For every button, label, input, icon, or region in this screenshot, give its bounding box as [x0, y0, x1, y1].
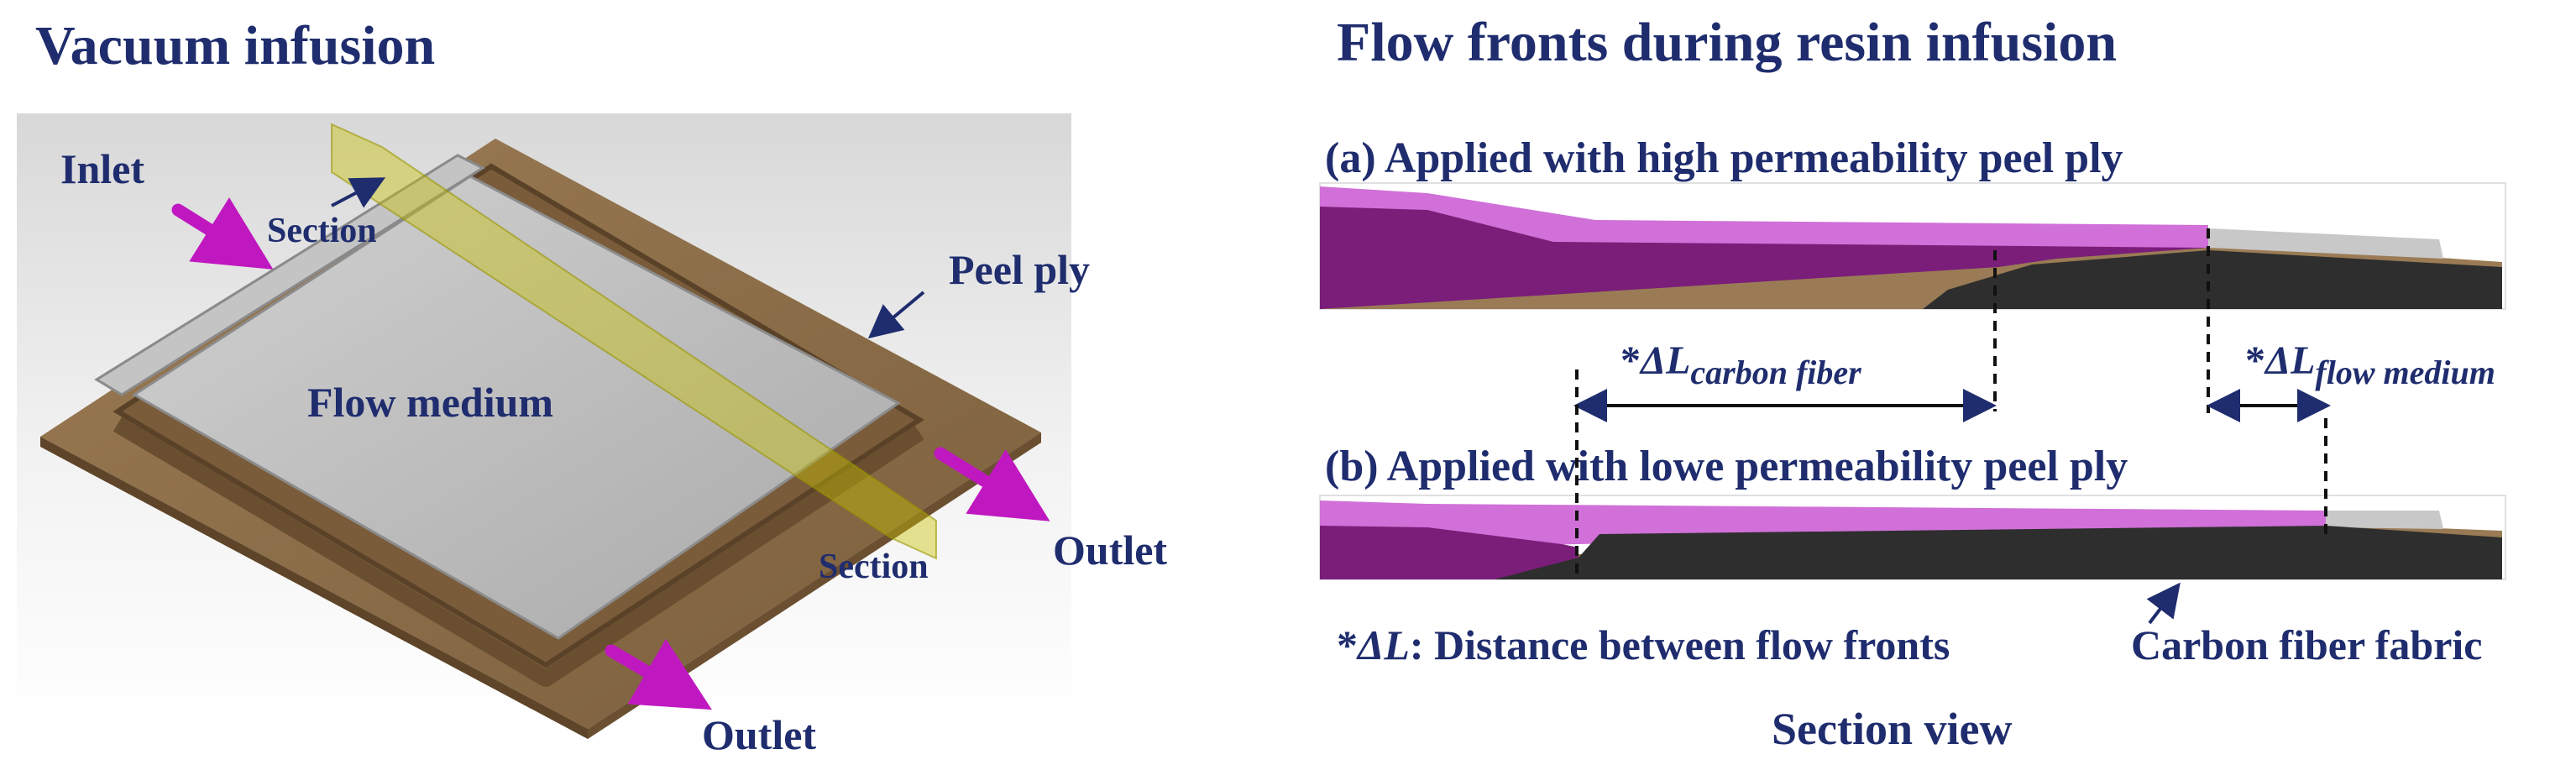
- section-top-label: Section: [267, 212, 377, 250]
- vacuum-infusion-3d-illustration: [17, 113, 1071, 739]
- dl-flow-label: *ΔLflow medium: [2245, 338, 2495, 391]
- flow-medium-label: Flow medium: [307, 379, 553, 426]
- section-b-profile: [1319, 369, 2506, 580]
- outlet-arrow-bottom: [605, 638, 712, 710]
- section-b-flow-medium: [2326, 511, 2443, 529]
- section-b-resin-light: [1320, 500, 2326, 550]
- outlet-bottom-label: Outlet: [702, 711, 816, 758]
- section-view-label: Section view: [1772, 704, 2012, 754]
- legend-text: : Distance between flow fronts: [1410, 621, 1950, 668]
- legend-symbol: ΔL: [1356, 621, 1410, 668]
- dl-flow-star: *: [2245, 338, 2265, 383]
- dl-flow-delta: ΔL: [2264, 338, 2315, 383]
- dl-carbon-label: *ΔLcarbon fiber: [1620, 338, 1861, 391]
- dl-flow-subscript: flow medium: [2315, 354, 2495, 391]
- peel-ply-leader: [867, 291, 925, 339]
- section-a-resin-dark: [1320, 207, 2208, 309]
- case-b-title: (b) Applied with lowe permeability peel …: [1325, 443, 2128, 490]
- peel-ply-label: Peel ply: [949, 246, 1090, 293]
- flow-medium-sheet: [132, 175, 901, 640]
- inlet-label: Inlet: [60, 145, 144, 192]
- section-plane: [331, 123, 937, 560]
- carbon-fabric-leader: [2146, 582, 2181, 625]
- dl-carbon-subscript: carbon fiber: [1690, 354, 1861, 391]
- dl-carbon-star: *: [1620, 338, 1641, 383]
- section-a-carbon-fiber: [1923, 250, 2502, 309]
- section-b-resin-dark: [1320, 526, 1579, 579]
- carbon-fiber-fabric-label: Carbon fiber fabric: [2131, 621, 2482, 668]
- section-a-profile: [1319, 182, 2506, 413]
- right-panel-title: Flow fronts during resin infusion: [1337, 12, 2117, 73]
- left-panel-title: Vacuum infusion: [35, 15, 435, 76]
- outlet-arrow-right: [934, 447, 1050, 521]
- dl-carbon-delta: ΔL: [1639, 338, 1690, 383]
- section-top-leader: [331, 177, 386, 208]
- peel-ply-edge: [40, 437, 588, 739]
- section-a-flow-medium: [2208, 228, 2443, 259]
- outlet-right-label: Outlet: [1053, 527, 1167, 574]
- inlet-channel: [94, 154, 486, 396]
- inlet-arrow: [171, 197, 274, 270]
- legend-star: *: [1337, 621, 1358, 668]
- section-b-carbon-fiber: [1495, 526, 2502, 579]
- section-bottom-label: Section: [819, 548, 929, 586]
- section-a-resin-light: [1320, 186, 2208, 252]
- frame-tube-front: [113, 417, 924, 687]
- delta-l-legend: *ΔL: Distance between flow fronts: [1337, 621, 1950, 668]
- case-a-title: (a) Applied with high permeability peel …: [1325, 134, 2123, 182]
